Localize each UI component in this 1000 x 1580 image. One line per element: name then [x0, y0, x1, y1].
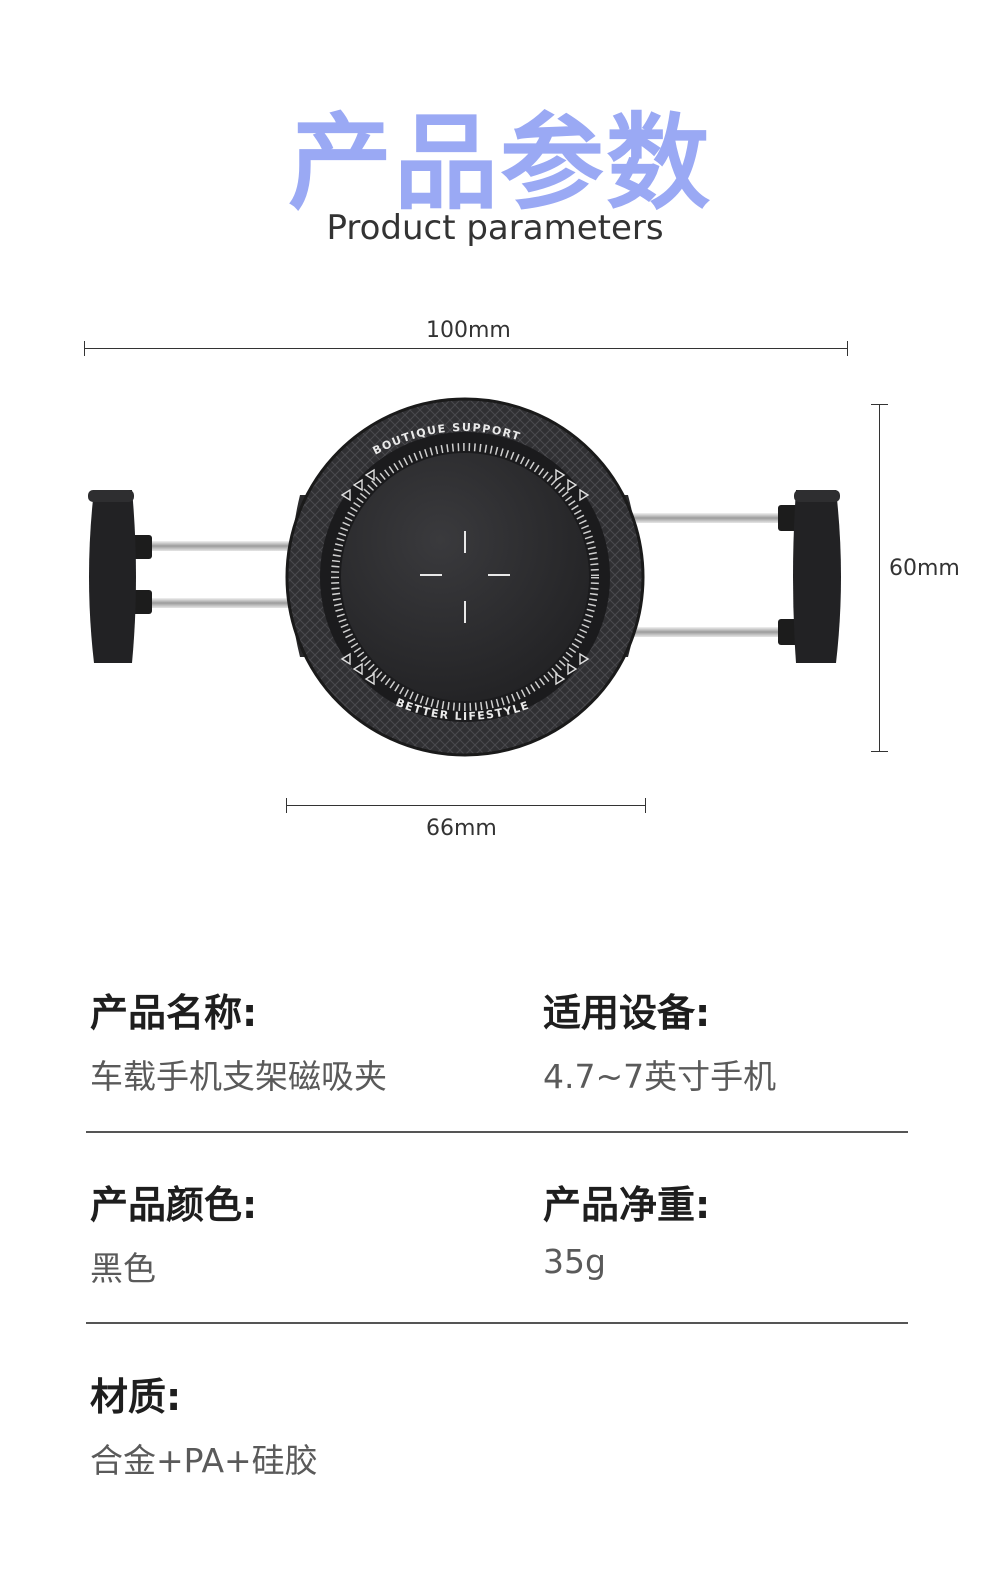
- dimension-label-height: 60mm: [889, 556, 960, 581]
- magnetic-disc: BOUTIQUE SUPPORT BETTER LIFESTYLE: [285, 397, 645, 757]
- extension-rods: [140, 513, 790, 637]
- dimension-line-width-top: [84, 341, 848, 356]
- arrow-markers: [340, 468, 590, 686]
- param-value-name: 车载手机支架磁吸夹: [90, 1057, 387, 1096]
- param-value-color: 黑色: [90, 1249, 156, 1288]
- dimension-line-width-bottom: [286, 798, 646, 813]
- left-clamp-arm: [88, 490, 152, 663]
- param-value-weight: 35g: [543, 1242, 606, 1281]
- page-subtitle: Product parameters: [326, 208, 664, 248]
- param-label-name: 产品名称:: [90, 991, 258, 1035]
- right-clamp-arm: [778, 490, 841, 663]
- phone-holder-image: BOUTIQUE SUPPORT BETTER LIFESTYLE: [88, 397, 841, 757]
- divider: [86, 1322, 908, 1324]
- param-value-material: 合金+PA+硅胶: [90, 1441, 318, 1480]
- center-cross-icon: [420, 531, 510, 623]
- param-label-color: 产品颜色:: [90, 1183, 258, 1227]
- dimension-label-width-bottom: 66mm: [426, 816, 497, 841]
- param-label-devices: 适用设备:: [543, 991, 711, 1035]
- param-label-weight: 产品净重:: [543, 1183, 711, 1227]
- dimension-label-width-top: 100mm: [426, 318, 511, 343]
- divider: [86, 1131, 908, 1133]
- page-title: 产品参数: [287, 102, 712, 224]
- param-label-material: 材质:: [90, 1375, 182, 1419]
- dimension-line-height: [871, 404, 888, 752]
- param-value-devices: 4.7~7英寸手机: [543, 1057, 777, 1096]
